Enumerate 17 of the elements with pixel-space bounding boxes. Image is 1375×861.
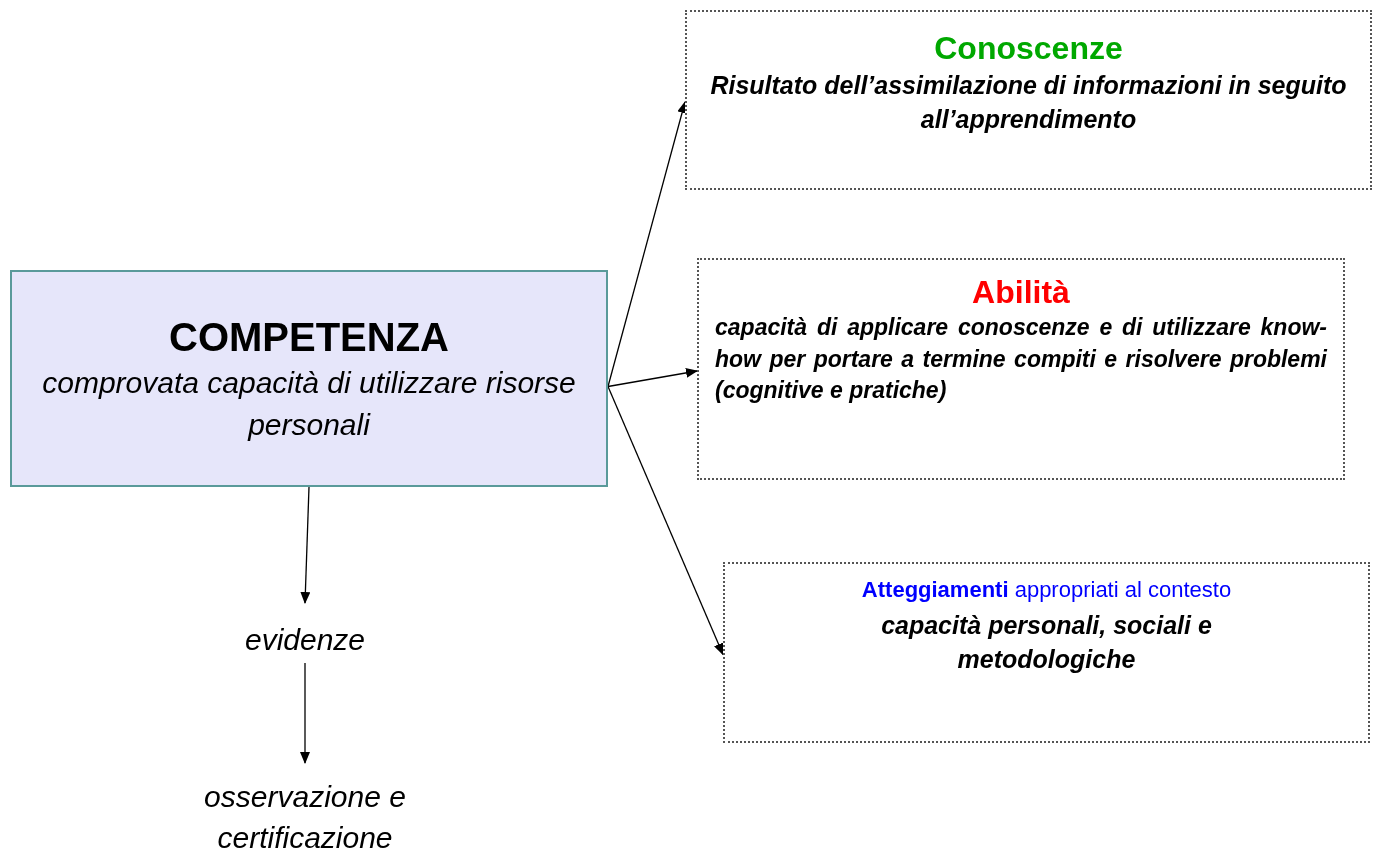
box-description: capacità personali, sociali e metodologiche [880, 609, 1213, 675]
box-title: Atteggiamenti appropriati al contesto [861, 576, 1232, 604]
arrow [300, 662, 310, 764]
step-label: osservazione e certificazione [203, 778, 407, 856]
concept-box [697, 258, 1345, 480]
box-title: COMPETENZA [169, 314, 449, 362]
box-description: Risultato dell’assimilazione di informazioni in seguito all’apprendimento [709, 70, 1348, 136]
concept-box [723, 562, 1370, 743]
box-title: Conoscenze [934, 29, 1123, 68]
arrow [300, 486, 311, 604]
arrow [607, 367, 698, 388]
box-description: capacità di applicare conoscenze e di utilizzare know-how per portare a termine compiti e risolvere problemi (cognitive e pratiche) [714, 313, 1329, 406]
concept-box [10, 270, 608, 487]
concept-box [685, 10, 1372, 190]
step-label: evidenze [244, 621, 366, 658]
box-title: Abilità [972, 273, 1070, 312]
box-description: comprovata capacità di utilizzare risorse personali [41, 365, 577, 443]
